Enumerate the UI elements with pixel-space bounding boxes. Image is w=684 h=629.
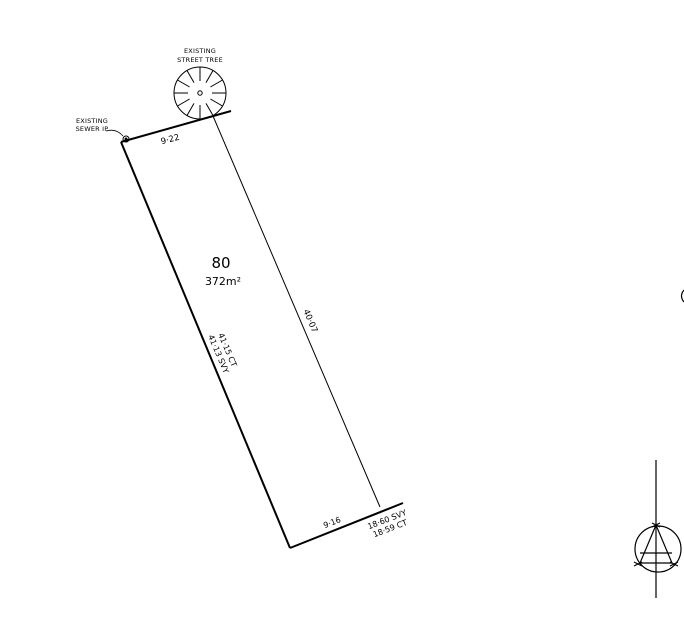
rear-boundary-line [289,502,404,549]
street-tree-icon [173,66,227,120]
lot-boundary [120,110,404,549]
tree-label-line1: EXISTING [184,47,216,55]
sewer-leader-line [105,129,124,137]
right-side-dimension: 40·07 [300,308,319,334]
sewer-label-line1: EXISTING [76,117,108,125]
frontage-dimension: 9·22 [160,133,181,148]
left-boundary-line [120,141,291,549]
sewer-label-line2: SEWER IP [76,125,109,133]
tree-label-line2: STREET TREE [177,56,223,64]
lot-area: 372m² [205,275,241,288]
north-arrow-icon [633,460,682,598]
right-boundary-line [212,115,381,508]
edge-mark [680,289,684,303]
sewer-inspection-point-icon [122,135,130,143]
lot-number: 80 [211,254,230,272]
